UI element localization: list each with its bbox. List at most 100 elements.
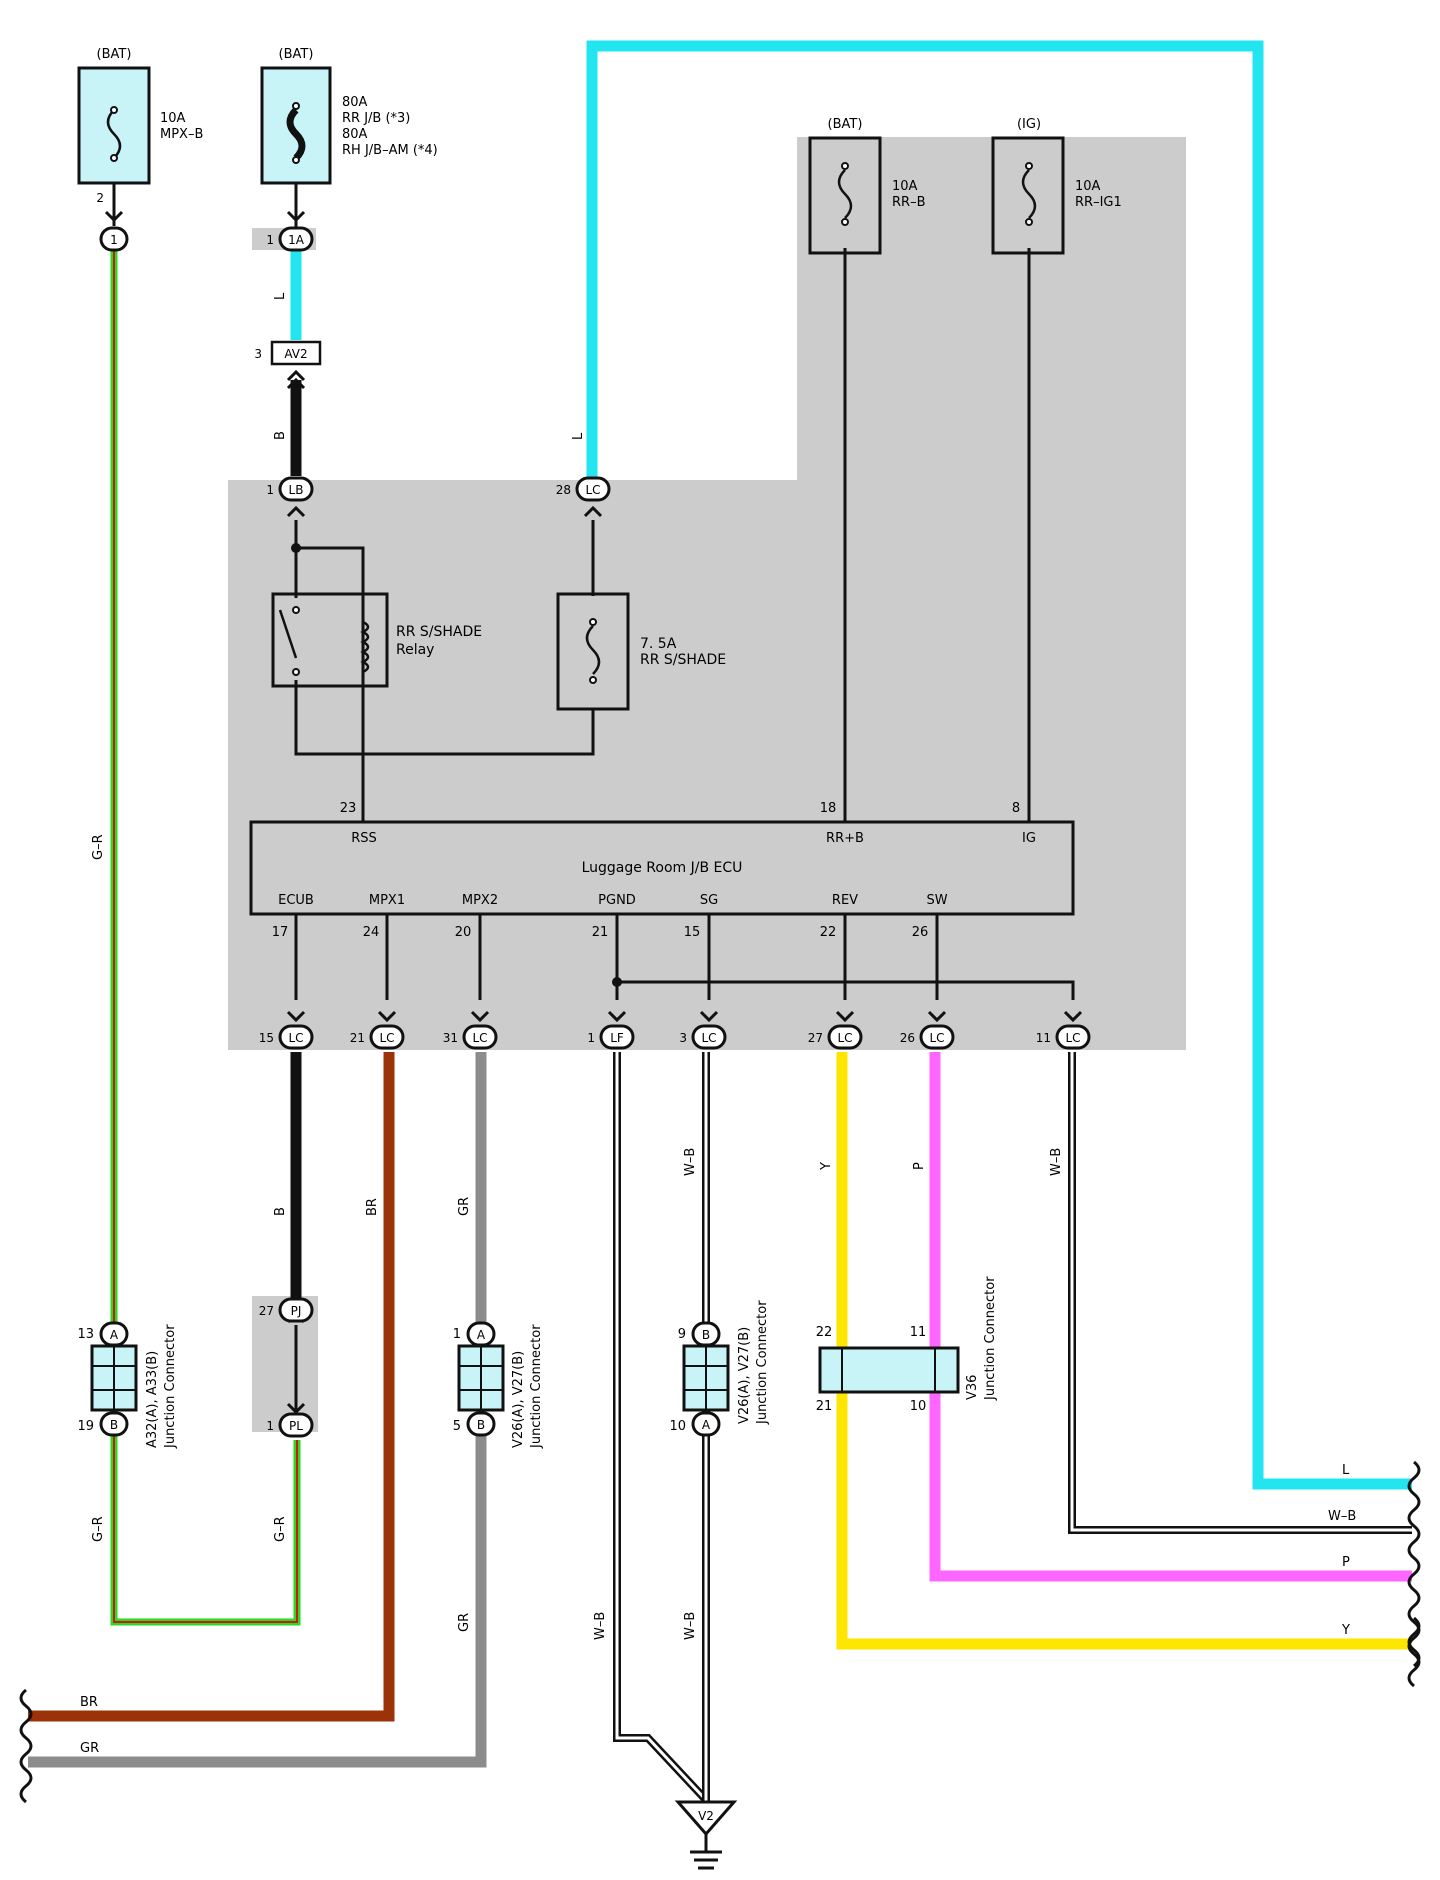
connector-lc15-pin: 15 xyxy=(259,1031,274,1045)
fuse-rr-ig1-rating: 10A xyxy=(1075,179,1101,194)
fuse-mpx-b-pin: 2 xyxy=(96,191,104,205)
ecu-term-ig: IG xyxy=(1022,831,1036,846)
fuse-rr-b xyxy=(808,136,882,255)
junction-v26-left xyxy=(457,1344,505,1412)
junction-v26-left-bottom-pin: 5 xyxy=(453,1419,461,1434)
wire-g-r xyxy=(110,250,301,1626)
fuse-rr-sshade xyxy=(556,592,630,711)
fuse-rr-jb xyxy=(260,66,332,228)
connector-pl-code: PL xyxy=(289,1419,303,1433)
wire-label-w-b-right-h: W–B xyxy=(1328,1509,1356,1524)
wire-br xyxy=(28,1052,395,1722)
connector-v26lb: B xyxy=(466,1411,496,1437)
ecu-pin-21: 21 xyxy=(592,925,609,940)
fuse-rr-jb-line4: RH J/B–AM (*4) xyxy=(342,143,438,158)
wire-gr xyxy=(28,1052,487,1768)
connector-lc26-pin: 26 xyxy=(900,1031,915,1045)
connector-lf1-pin: 1 xyxy=(587,1031,595,1045)
ecu-pin-8: 8 xyxy=(1012,801,1020,816)
fuse-mpx-b-rating: 10A xyxy=(160,111,186,126)
junction-dot-relay xyxy=(291,543,301,553)
connector-pj-code: PJ xyxy=(291,1304,302,1318)
wire-l-loop xyxy=(586,40,1412,1490)
ecu-box xyxy=(249,820,1075,916)
connector-lc3: LC 3 xyxy=(679,1024,727,1050)
connector-c1a-pin: 1 xyxy=(266,233,274,247)
connector-a32b-code: B xyxy=(110,1418,118,1432)
connector-c1a: 1A 1 xyxy=(266,226,314,252)
wire-label-gr-left: GR xyxy=(80,1741,99,1756)
wire-label-y-upper: Y xyxy=(819,1162,834,1171)
connector-lc27-pin: 27 xyxy=(808,1031,823,1045)
wire-label-b-short: B xyxy=(273,431,288,440)
junction-v36-pin-11: 11 xyxy=(910,1325,927,1340)
connector-av2-box xyxy=(270,340,322,366)
junction-v26-left-top-pin: 1 xyxy=(453,1327,461,1342)
fuse-rr-sshade-name: RR S/SHADE xyxy=(640,652,726,668)
fuse-rr-b-source: (BAT) xyxy=(828,117,863,132)
relay-name: RR S/SHADE xyxy=(396,624,482,640)
connector-v26lt: A xyxy=(466,1321,496,1347)
connector-lc28: LC 28 xyxy=(556,476,611,502)
ecu-term-rev: REV xyxy=(832,893,858,908)
connector-lc21-pin: 21 xyxy=(350,1031,365,1045)
ecu-pin-20: 20 xyxy=(455,925,472,940)
ground-label: V2 xyxy=(698,1809,714,1823)
connector-lc27-code: LC xyxy=(837,1031,852,1045)
ecu-term-sw: SW xyxy=(926,893,947,908)
connector-av2-code: AV2 xyxy=(284,347,307,361)
wire-w-b-right xyxy=(1068,1052,1412,1534)
ecu-term-pgnd: PGND xyxy=(598,893,636,908)
wire-label-l-short: L xyxy=(273,292,288,300)
junction-v36-pin-22: 22 xyxy=(816,1325,833,1340)
wire-break-marks-right xyxy=(1407,1460,1421,1688)
ecu-name: Luggage Room J/B ECU xyxy=(582,860,743,876)
wire-label-gr-upper: GR xyxy=(457,1197,472,1216)
junction-v26-right xyxy=(682,1344,730,1412)
wire-label-w-b-sg: W–B xyxy=(683,1148,698,1176)
ecu-term-mpx1: MPX1 xyxy=(369,893,405,908)
wire-label-g-r-lower-right: G–R xyxy=(273,1516,288,1542)
connector-lc28-pin: 28 xyxy=(556,483,571,497)
connector-lf1-code: LF xyxy=(610,1031,624,1045)
ecu-term-sg: SG xyxy=(700,893,718,908)
connector-lc28-code: LC xyxy=(585,483,600,497)
connector-v26lb-code: B xyxy=(477,1418,485,1432)
connector-lc3-pin: 3 xyxy=(679,1031,687,1045)
connector-lb-pin: 1 xyxy=(266,483,274,497)
connector-lc15-code: LC xyxy=(288,1031,303,1045)
wire-label-w-b-right: W–B xyxy=(1049,1148,1064,1176)
ecu-term-rrb: RR+B xyxy=(826,831,864,846)
fuse-rr-b-name: RR–B xyxy=(892,195,925,210)
junction-v26-left-name: V26(A), V27(B) xyxy=(511,1351,526,1448)
connector-lc31-pin: 31 xyxy=(443,1031,458,1045)
junction-v36-pin-21: 21 xyxy=(816,1399,833,1414)
junction-v26-right-top-pin: 9 xyxy=(678,1327,686,1342)
connector-lc3-code: LC xyxy=(701,1031,716,1045)
junction-a32-top-pin: 13 xyxy=(77,1327,94,1342)
junction-v36-type: Junction Connector xyxy=(983,1276,998,1401)
fuse-rr-jb-line3: 80A xyxy=(342,127,368,142)
wire-label-y-right: Y xyxy=(1341,1623,1350,1638)
junction-a32-name: A32(A), A33(B) xyxy=(145,1351,160,1448)
rr-sshade-relay xyxy=(271,592,389,688)
fuse-rr-ig1 xyxy=(991,136,1065,255)
junction-v26-right-name: V26(A), V27(B) xyxy=(737,1327,752,1424)
junction-v36-name: V36 xyxy=(965,1375,980,1400)
connector-v26lt-code: A xyxy=(477,1328,486,1342)
connector-v26rt: B xyxy=(691,1321,721,1347)
fuse-mpx-b-name: MPX–B xyxy=(160,127,203,142)
connector-c1a-code: 1A xyxy=(288,233,305,247)
fuse-mpx-b-source: (BAT) xyxy=(97,47,132,62)
wire-label-l-right: L xyxy=(1342,1463,1350,1478)
junction-v26-left-type: Junction Connector xyxy=(529,1324,544,1449)
wire-label-g-r-lower-left: G–R xyxy=(91,1516,106,1542)
connector-c1-code: 1 xyxy=(110,233,118,247)
relay-type: Relay xyxy=(396,642,434,658)
junction-v36 xyxy=(818,1346,960,1394)
junction-a32 xyxy=(90,1344,138,1412)
